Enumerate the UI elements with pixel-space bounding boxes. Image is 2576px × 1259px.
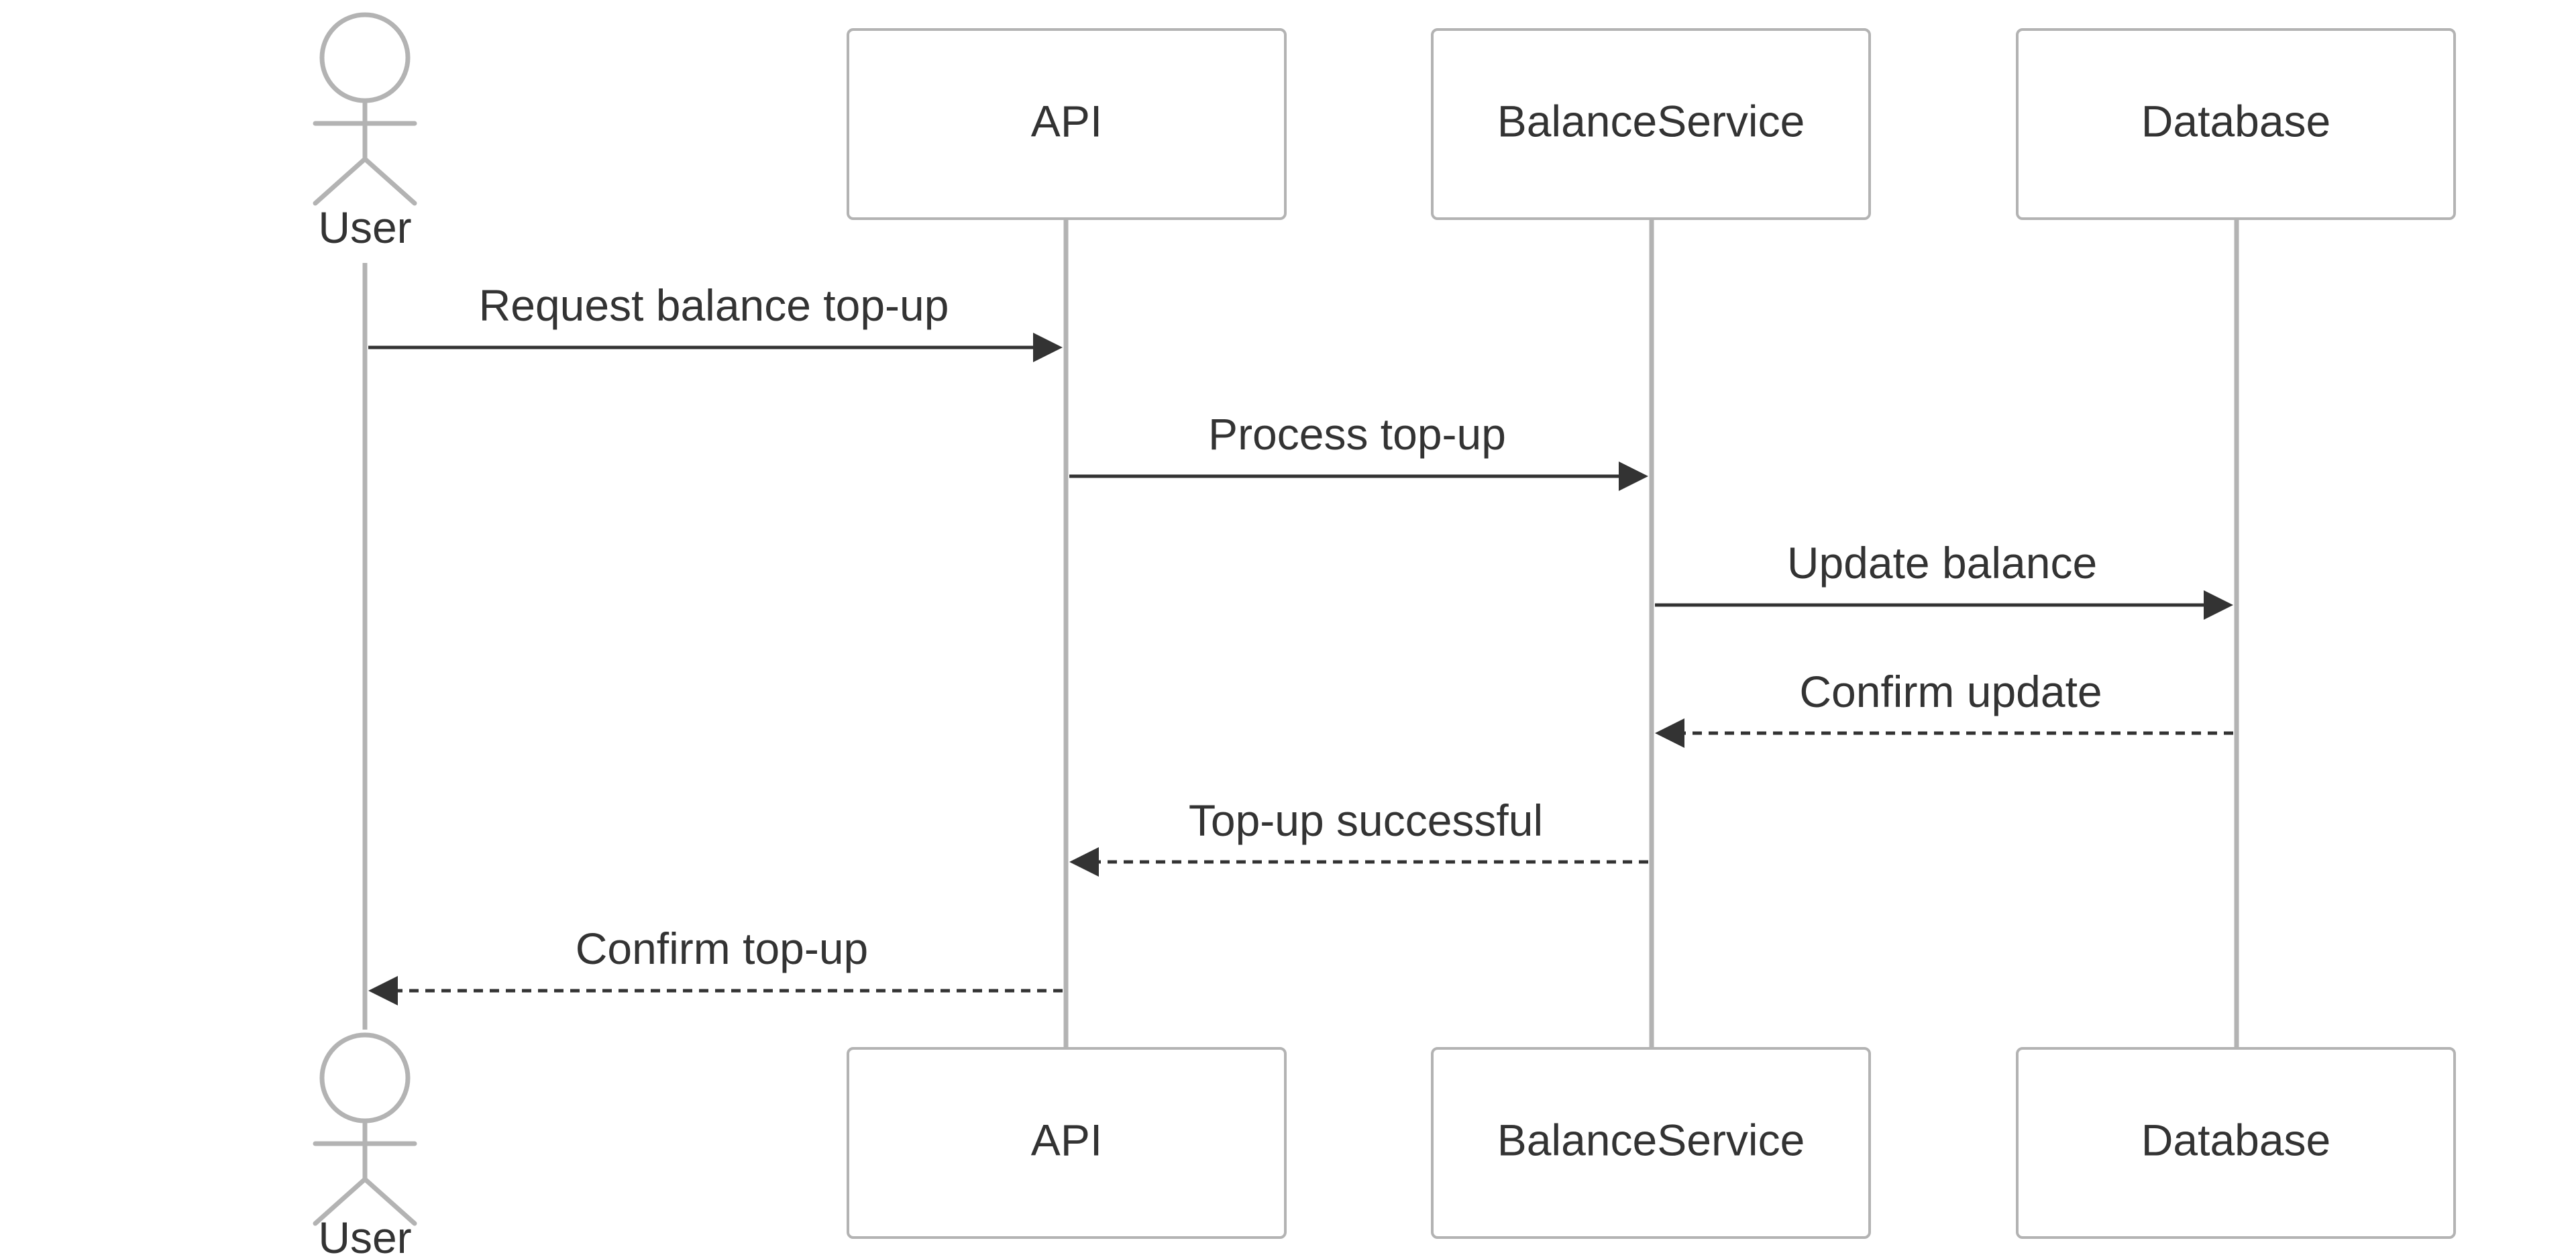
message-2: Process top-up [1069,409,1648,491]
arrowhead-icon [368,976,398,1005]
participant-label: Database [2141,1115,2331,1164]
message-label: Top-up successful [1189,796,1543,845]
arrowhead-icon [1033,333,1063,362]
message-label: Request balance top-up [479,280,949,330]
participant-box [2016,1047,2456,1239]
message-4: Confirm update [1655,667,2233,748]
message-5: Top-up successful [1069,796,1648,877]
participant-database-bottom: Database [2016,1047,2456,1239]
message-6: Confirm top-up [368,924,1063,1005]
actor-left-leg [313,156,368,206]
message-label: Update balance [1787,538,2097,588]
actor-right-leg [362,156,417,206]
message-label: Confirm top-up [576,924,869,973]
arrowhead-icon [1619,461,1648,491]
participant-label: API [1031,1115,1102,1164]
participant-label: BalanceService [1497,96,1805,146]
actor-label-top: User [318,203,411,252]
participant-label: API [1031,96,1102,146]
message-label: Confirm update [1799,667,2102,716]
participant-label: BalanceService [1497,1115,1805,1164]
participant-database-top: Database [2016,28,2456,220]
arrowhead-icon [1655,718,1684,748]
participant-box [847,28,1287,220]
participant-balance-service-bottom: BalanceService [1431,1047,1871,1239]
actor-user-bottom: User [313,1032,417,1259]
participant-api-bottom: API [847,1047,1287,1239]
arrowhead-icon [2204,590,2233,620]
actor-left-leg [313,1176,368,1226]
message-label: Process top-up [1208,409,1506,459]
participant-box [1431,28,1871,220]
arrowhead-icon [1069,847,1099,877]
actor-label-bottom: User [318,1213,411,1259]
message-3: Update balance [1655,538,2233,620]
actor-right-leg [362,1176,417,1226]
actor-head [319,1032,411,1124]
participant-api-top: API [847,28,1287,220]
participant-box [2016,28,2456,220]
actor-user-top: User [313,12,417,252]
actor-head [319,12,411,103]
participant-box [847,1047,1287,1239]
participant-label: Database [2141,96,2331,146]
participant-balance-service-top: BalanceService [1431,28,1871,220]
message-1: Request balance top-up [368,280,1063,362]
participant-box [1431,1047,1871,1239]
